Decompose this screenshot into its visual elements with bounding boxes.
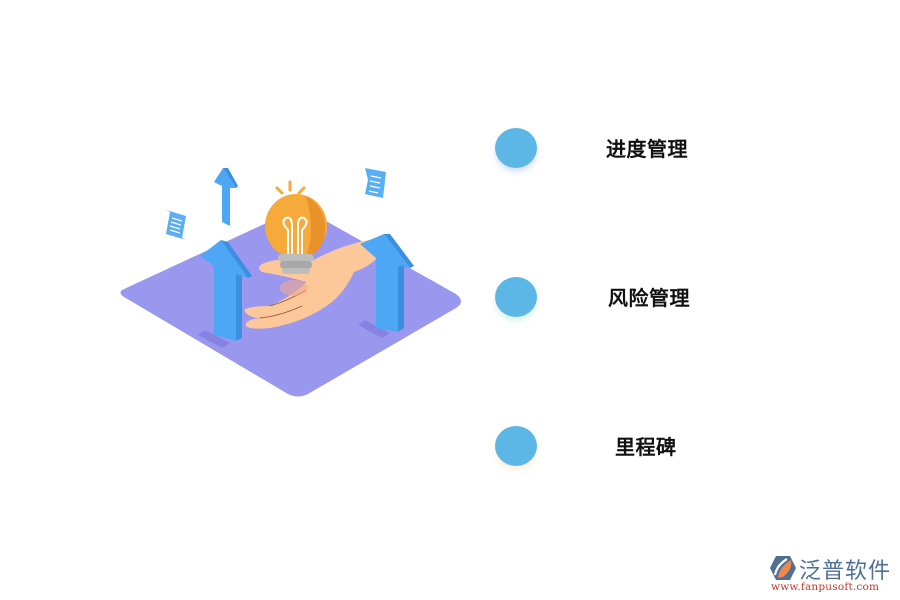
paper-icon-left: [166, 210, 186, 240]
paper-icon-right: [365, 168, 386, 198]
list-item-risk-management: 风险管理: [495, 277, 755, 321]
lightbulb-icon: [265, 180, 327, 274]
brand-logo: 泛普软件 www.fanpusoft.com: [769, 553, 894, 595]
arrow-up-icon-left: [200, 240, 252, 341]
hand-lightbulb-illustration: [110, 160, 480, 410]
list-item-progress-management: 进度管理: [495, 128, 755, 172]
arrow-up-icon-small: [214, 168, 238, 226]
item-label: 进度管理: [606, 137, 688, 161]
item-label: 里程碑: [615, 435, 677, 459]
arrow-up-icon-right: [360, 234, 414, 332]
hand-illustration: [244, 239, 381, 329]
bullet-circle-icon: [495, 128, 537, 168]
fanpu-logo-icon: [770, 556, 796, 580]
item-label: 风险管理: [608, 286, 690, 310]
list-item-milestone: 里程碑: [495, 426, 755, 470]
bullet-circle-icon: [495, 277, 537, 317]
bullet-circle-icon: [495, 426, 537, 466]
brand-url: www.fanpusoft.com: [771, 581, 880, 593]
brand-name: 泛普软件: [799, 559, 892, 584]
